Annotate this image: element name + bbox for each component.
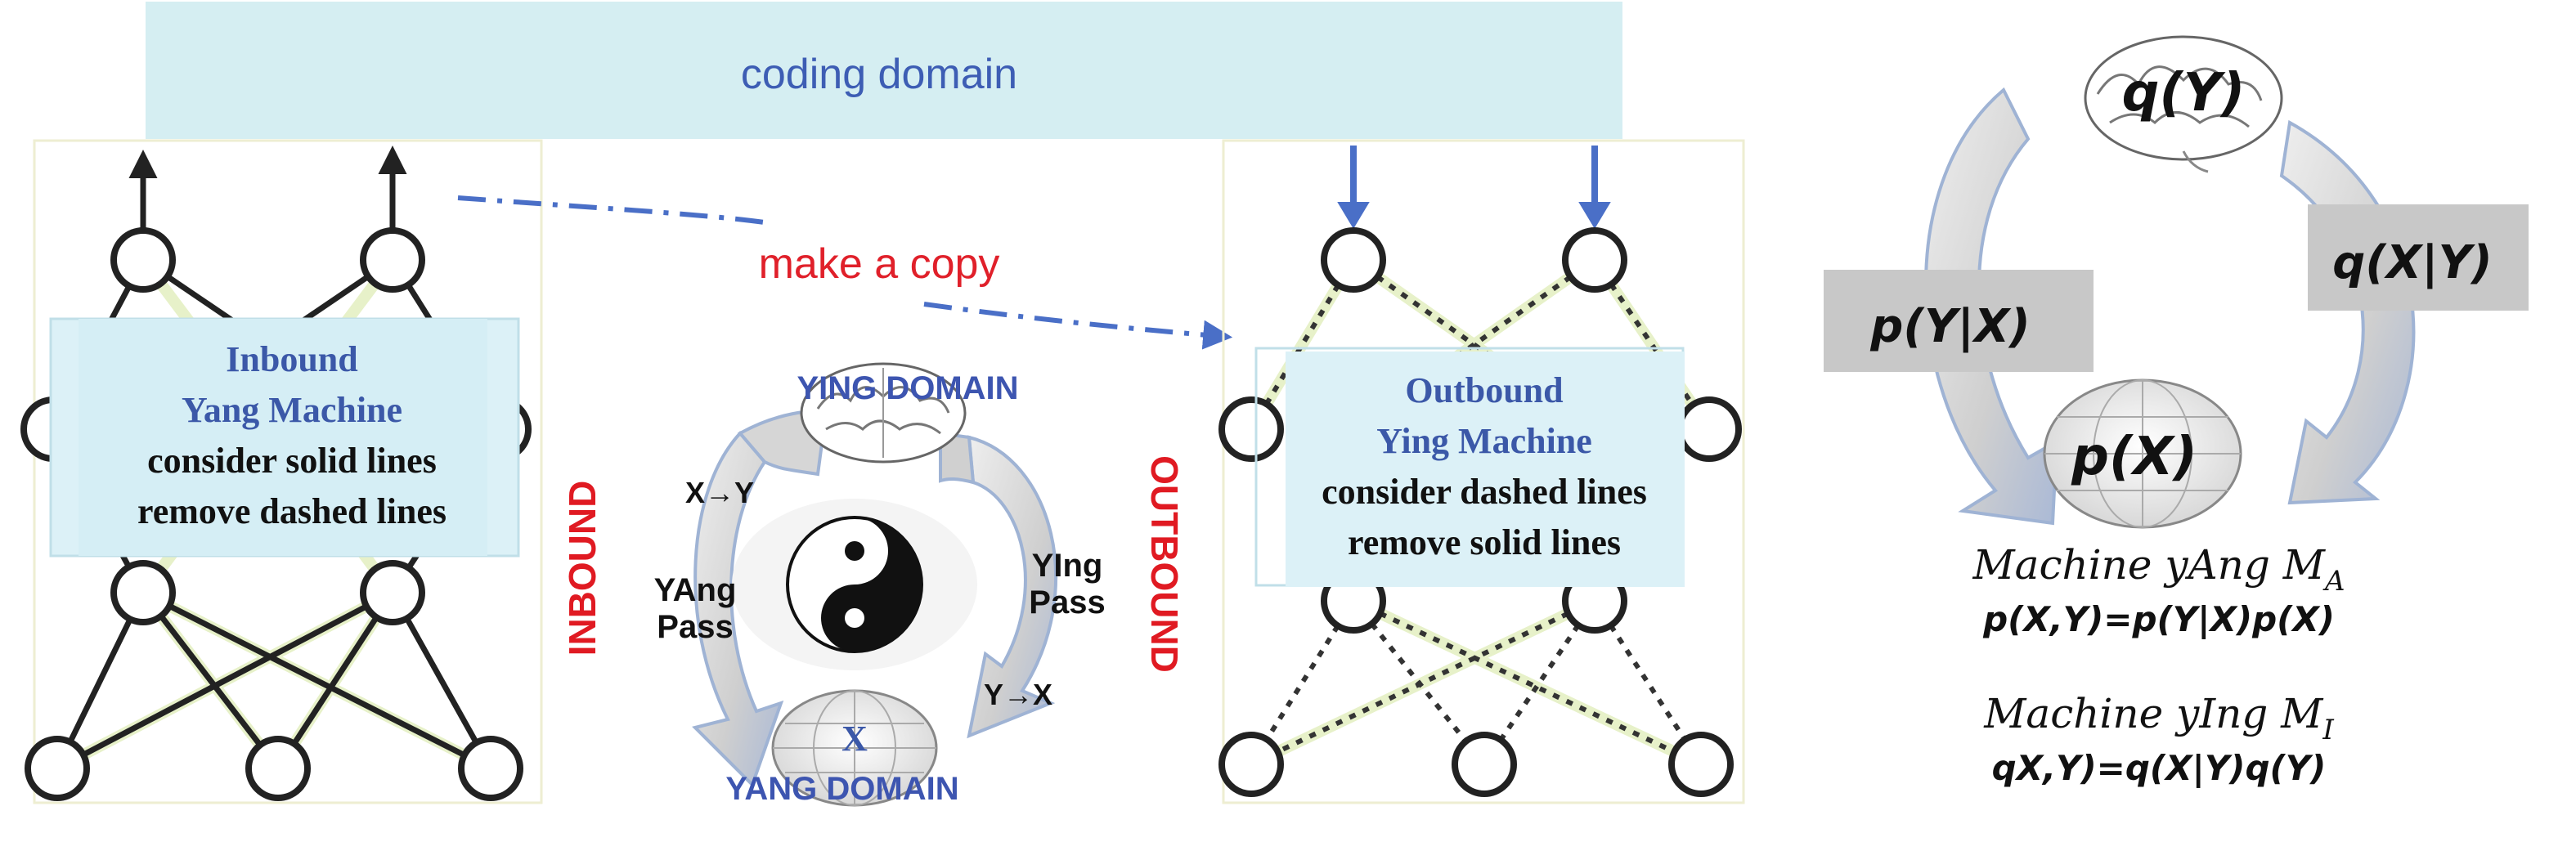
svg-text:Machine yIng MI: Machine yIng MI bbox=[1983, 690, 2334, 746]
yang-equation: p(X,Y)=p(Y|X)p(X) bbox=[1982, 599, 2335, 639]
ying-equation: qX,Y)=q(X|Y)q(Y) bbox=[1992, 748, 2327, 788]
yang-pass-line-1: YAng bbox=[654, 572, 737, 608]
machine-equations: Machine yAng MA p(X,Y)=p(Y|X)p(X) Machin… bbox=[1972, 541, 2345, 788]
yang-domain-label: YANG DOMAIN bbox=[725, 771, 958, 807]
p-y-given-x-label: p(Y|X) bbox=[1869, 300, 2030, 353]
outbound-title-2: Ying Machine bbox=[1376, 421, 1592, 461]
ying-domain-label: YING DOMAIN bbox=[797, 370, 1018, 406]
globe-icon-right bbox=[2043, 378, 2242, 529]
coding-domain-label: coding domain bbox=[741, 51, 1017, 98]
coding-domain-band: coding domain bbox=[146, 2, 1622, 139]
y-to-x-label: Y→X bbox=[984, 678, 1052, 711]
q-x-given-y-label: q(X|Y) bbox=[2332, 236, 2492, 289]
make-copy-arrow: make a copy bbox=[457, 195, 1233, 350]
p-y-given-x-box bbox=[1824, 270, 2094, 372]
inbound-line-4: remove dashed lines bbox=[137, 491, 447, 531]
outbound-info-box: Outbound Ying Machine consider dashed li… bbox=[1254, 347, 1685, 587]
outbound-line-3: consider dashed lines bbox=[1322, 472, 1647, 512]
machine-yang-sub: A bbox=[2322, 565, 2345, 598]
inbound-line-3: consider solid lines bbox=[147, 441, 437, 481]
inbound-info-box: Inbound Yang Machine consider solid line… bbox=[49, 317, 520, 558]
machine-ying-label: Machine yIng M bbox=[1983, 690, 2324, 737]
x-to-y-label: X→Y bbox=[685, 476, 754, 509]
globe-x-label: X bbox=[841, 719, 868, 759]
probability-cycle: q(Y) p(X) p(Y|X) q(X|Y) bbox=[1824, 35, 2529, 529]
outbound-line-4: remove solid lines bbox=[1348, 522, 1621, 562]
inbound-title-2: Yang Machine bbox=[182, 390, 402, 430]
yin-yang-icon bbox=[732, 499, 977, 670]
globe-icon bbox=[771, 689, 938, 807]
brain-icon bbox=[800, 362, 967, 464]
svg-text:Machine yAng MA: Machine yAng MA bbox=[1972, 541, 2345, 598]
outbound-network bbox=[1218, 139, 1745, 804]
ying-pass-line-2: Pass bbox=[1029, 585, 1105, 620]
machine-yang-label: Machine yAng M bbox=[1972, 541, 2326, 589]
outbound-side-label: OUTBOUND bbox=[1143, 455, 1186, 673]
inbound-title-1: Inbound bbox=[226, 339, 357, 379]
brain-icon-right bbox=[2084, 35, 2283, 173]
yang-pass-line-2: Pass bbox=[657, 609, 733, 645]
p-x-label: p(X) bbox=[2071, 427, 2197, 487]
make-copy-label: make a copy bbox=[759, 240, 1000, 288]
q-x-given-y-box bbox=[2308, 204, 2529, 311]
ying-pass-line-1: YIng bbox=[1032, 548, 1103, 584]
ying-yang-cycle: YING DOMAIN YANG DOMAIN X INBOUND OUTBOU… bbox=[561, 362, 1186, 807]
inbound-side-label: INBOUND bbox=[561, 481, 604, 656]
outbound-title-1: Outbound bbox=[1405, 370, 1563, 410]
machine-ying-sub: I bbox=[2322, 714, 2334, 746]
q-y-label: q(Y) bbox=[2122, 63, 2246, 123]
